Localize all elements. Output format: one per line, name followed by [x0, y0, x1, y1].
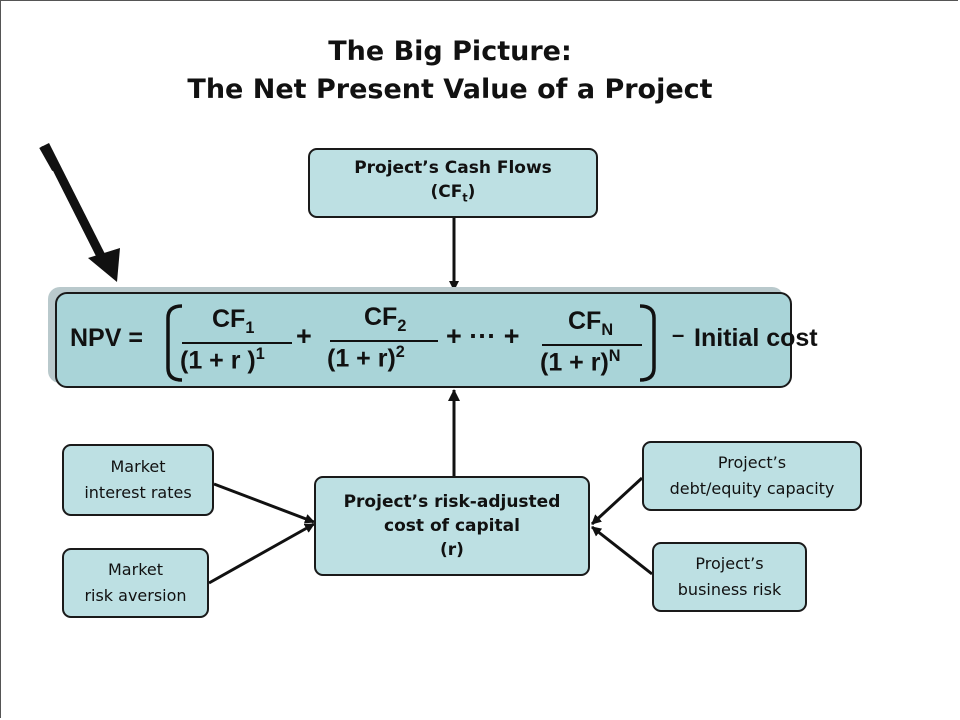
debt-equity-line-2: debt/equity capacity [669, 479, 835, 498]
termN-denominator: (1 + r)N [540, 347, 621, 377]
termN-numerator: CFN [568, 307, 614, 339]
cost-of-capital-box: Project’s risk-adjusted cost of capital … [314, 476, 590, 576]
interest-rates-line-1: Market [110, 457, 166, 476]
title-line-2: The Net Present Value of a Project [187, 74, 713, 105]
cash-flows-symbol: (CFt) [430, 181, 476, 205]
business-risk-arrow [591, 525, 653, 576]
debt-equity-line-1: Project’s [717, 453, 787, 472]
cash-flows-box: Project’s Cash Flows (CFt) [308, 148, 598, 218]
risk-aversion-arrow [208, 522, 315, 585]
term2-denominator: (1 + r)2 [327, 343, 405, 373]
initial-cost-label: Initial cost [694, 324, 818, 352]
term1-fraction-bar [182, 342, 292, 344]
debt-equity-box: Project’s debt/equity capacity [642, 441, 862, 511]
term1-denominator: (1 + r )1 [180, 345, 265, 375]
right-bracket [639, 304, 656, 382]
term2-fraction-bar [330, 340, 438, 342]
term1-numerator: CF1 [212, 305, 255, 337]
ellipsis-plus: + ··· + [446, 321, 520, 351]
risk-aversion-line-2: risk aversion [84, 586, 187, 605]
cost-of-capital-line-2: cost of capital [384, 516, 520, 536]
interest-rates-box: Market interest rates [62, 444, 214, 516]
termN-fraction-bar [542, 344, 642, 346]
interest-rates-arrow [213, 482, 315, 524]
npv-label: NPV = [70, 324, 143, 352]
business-risk-box: Project’s business risk [652, 542, 807, 612]
cost-of-capital-symbol: (r) [440, 540, 464, 560]
plus-sign-1: + [296, 321, 312, 351]
pointer-arrow-icon [39, 142, 120, 282]
interest-rates-line-2: interest rates [84, 483, 192, 502]
debt-equity-arrow [590, 476, 644, 526]
cash-flows-title: Project’s Cash Flows [354, 157, 552, 178]
title-line-1: The Big Picture: [328, 36, 572, 67]
term2-numerator: CF2 [364, 303, 407, 335]
business-risk-line-1: Project’s [695, 554, 764, 573]
business-risk-line-2: business risk [677, 580, 782, 599]
risk-aversion-line-1: Market [108, 560, 163, 579]
risk-aversion-box: Market risk aversion [62, 548, 209, 618]
minus-sign: – [672, 322, 685, 347]
left-bracket [166, 304, 183, 382]
cost-of-capital-line-1: Project’s risk-adjusted [343, 492, 561, 512]
